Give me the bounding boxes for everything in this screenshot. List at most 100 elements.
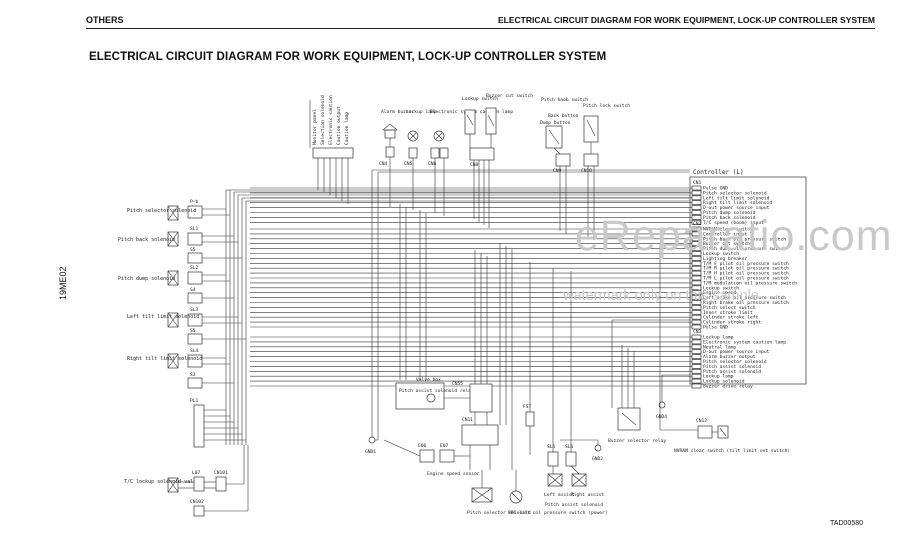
middle-fanout (399, 204, 690, 470)
cn9-connector (555, 153, 571, 167)
cn12-label: CN12 (696, 418, 707, 424)
controller-pin-terminal (691, 383, 702, 389)
sl1-label: SL1 (190, 226, 199, 232)
sl5-label: SL5 (547, 444, 556, 450)
controller-pin-terminal (691, 334, 702, 340)
controller-pin-terminal (691, 205, 702, 210)
controller-pin-label: Lockup solenoid (703, 379, 745, 385)
header-right-title: ELECTRICAL CIRCUIT DIAGRAM FOR WORK EQUI… (498, 15, 875, 25)
controller-pin-label: Pitch dump solenoid (703, 210, 756, 216)
s4-connector (187, 292, 203, 304)
relay-coil (426, 393, 436, 403)
cn10-label: CN10 (581, 168, 592, 174)
controller-pin-label: T/M H pilot oil pressure switch (703, 271, 789, 277)
sl3-label: SL3 (190, 307, 199, 313)
monitor-pin-label: Monitor panel (312, 109, 318, 145)
cn102-connector (193, 505, 205, 517)
controller-pin-label: T/M L pilot oil pressure switch (703, 276, 789, 282)
pitch-selector-label: Pitch selector solenoid (127, 208, 196, 214)
monitor-pin-label: Caution lamp (344, 112, 350, 145)
lockup-switch-body (464, 109, 476, 135)
s5a-label: S5 (190, 247, 196, 253)
controller-pin-label: Left tilt limit solenoid (703, 195, 770, 201)
s5b-label: S5 (190, 328, 196, 334)
pitch-dump-label: Pitch dump solenoid (118, 276, 175, 282)
left-tilt-label: Left tilt limit solenoid (127, 314, 199, 320)
controller-pin-label: Pulse GND (703, 325, 728, 331)
controller-pin-terminal (691, 378, 702, 384)
controller-pin-label: Inner stroke limit (703, 310, 753, 316)
sl3-connector (187, 313, 203, 327)
sl2-label: SL2 (190, 265, 199, 271)
gnd4-label: GND4 (656, 414, 667, 420)
controller-pin-label: Lockup switch (703, 285, 739, 291)
pl1-label: PL1 (190, 398, 199, 404)
sl4-connector (187, 354, 203, 368)
left-assist-label: Left assist (544, 492, 575, 498)
controller-pin-label: Right brake oil pressure switch (703, 300, 789, 306)
cn102-label: CN102 (190, 499, 204, 505)
controller-pin-label: Electronic system caution lamp (703, 339, 786, 345)
controller-title: Controller (L) (693, 169, 744, 176)
sl2-connector (187, 271, 203, 285)
cn4-label: CN4 (379, 161, 388, 167)
controller-pin-label: D-out power source input (703, 349, 770, 355)
controller-pin-label: Pitch select switch (703, 305, 756, 311)
s3-label: S3 (190, 372, 196, 378)
controller-pin-label: T/M F pilot oil pressure switch (703, 261, 789, 267)
cn5-label: CN5 (404, 161, 413, 167)
pitch-lock-label: Pitch lock switch (583, 103, 630, 109)
fst-label: FST (523, 404, 532, 410)
l07-connector (193, 476, 205, 492)
pitch-knob-label: Pitch knob switch (541, 97, 588, 103)
section-header: OTHERS (86, 15, 124, 25)
controller-outline (689, 176, 807, 385)
lockup-switch-label: Lockup switch (462, 96, 498, 102)
controller-pin-terminal (691, 354, 702, 359)
dump-button-label: Dump button (540, 120, 571, 126)
pitch-assist-relay-label: Pitch assist solenoid relay (399, 388, 474, 394)
controller-pin-terminal (691, 368, 702, 374)
controller-pin-label: Engine speed (703, 290, 736, 296)
left-solenoids: P-b Pitch selector solenoid SL1 Pitch ba… (118, 199, 249, 517)
sl1-connector (187, 232, 203, 246)
header-rule (86, 28, 875, 29)
controller-pin-label: Cylinder stroke right (703, 320, 761, 326)
watermark-main: eReparatio.com (575, 212, 893, 260)
monitor-pin-label: Electronic caution (328, 95, 334, 145)
controller-pin-label: Pitch selector solenoid (703, 190, 767, 196)
controller-pin-terminal (691, 339, 702, 345)
controller-pin-label: T/C speed (boom) input (703, 220, 764, 226)
bus-wires (250, 187, 692, 387)
controller-pin-terminal (691, 190, 702, 196)
cn9-label: CN9 (553, 168, 562, 174)
sl6-label: SL6 (565, 444, 574, 450)
top-lamps: Alarm buzzer CN4 Lockup lamp CN5 Electro… (379, 93, 630, 240)
cn55-connector (469, 383, 493, 413)
controller-pin-label: Buzzer out switch (703, 241, 750, 247)
controller-pin-terminal (691, 280, 702, 286)
cn10-connector (583, 153, 599, 167)
cn11-connector (461, 424, 499, 446)
controller-pin-label: Neutral lamp (703, 344, 736, 350)
controller-pin-label: D-out power source input (703, 205, 770, 211)
s5a-connector (187, 252, 203, 264)
gnd1-label: GND1 (365, 449, 376, 455)
controller-pin-terminal (691, 305, 702, 310)
s3-connector (187, 377, 203, 389)
buzzer-body (384, 129, 396, 139)
valve-box-outline (395, 382, 445, 410)
buzzer-switch-label: Buzzer cut switch (486, 93, 533, 99)
s5b-connector (187, 333, 203, 345)
controller-pin-label: Left brake oil pressure switch (703, 295, 786, 301)
controller-pin-terminal (691, 344, 702, 350)
controller-pin-terminal (691, 319, 702, 325)
controller-pin-label: Lockup switch (703, 251, 739, 257)
nvram-switch-label: NVRAM clear switch (tilt limit set switc… (674, 448, 790, 454)
cn101-label: CN101 (214, 470, 228, 476)
valve-box: Valve box Pitch assist solenoid relay CN… (395, 250, 499, 470)
